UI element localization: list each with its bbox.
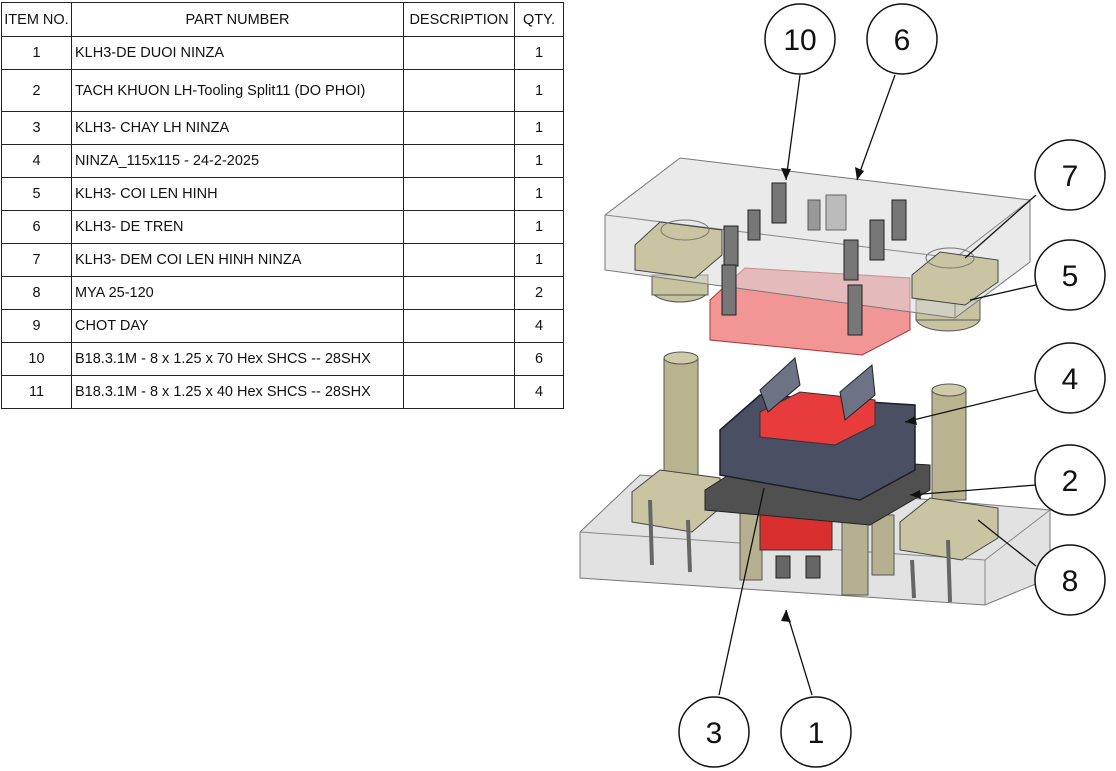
leader-lines [718, 74, 1037, 696]
balloon-4: 4 [1034, 342, 1106, 414]
svg-text:8: 8 [1062, 565, 1079, 598]
lower-die-set [579, 351, 1051, 606]
bom-part-number: MYA 25-120 [71, 276, 404, 310]
bom-qty: 1 [514, 243, 564, 277]
svg-text:1: 1 [808, 717, 825, 750]
bom-part-number: TACH KHUON LH-Tooling Split11 (DO PHOI) [71, 69, 404, 112]
bom-item-no: 2 [1, 69, 72, 112]
svg-text:5: 5 [1062, 260, 1079, 293]
bom-description [403, 36, 515, 70]
bom-qty: 4 [514, 375, 564, 409]
bom-qty: 1 [514, 144, 564, 178]
balloon-8: 8 [1034, 544, 1106, 616]
right-guide-pillar [931, 389, 967, 501]
item-balloons: 10 6 7 5 4 2 8 3 1 [678, 3, 1106, 768]
bom-part-number: KLH3- DEM COI LEN HINH NINZA [71, 243, 404, 277]
balloon-6: 6 [866, 3, 938, 75]
bom-part-number: B18.3.1M - 8 x 1.25 x 70 Hex SHCS -- 28S… [71, 342, 404, 376]
bom-header-row: ITEM NO. PART NUMBER DESCRIPTION QTY. [1, 2, 564, 37]
balloon-10: 10 [764, 3, 836, 75]
bom-description [403, 177, 515, 211]
bom-part-number: KLH3-DE DUOI NINZA [71, 36, 404, 70]
svg-text:6: 6 [894, 24, 911, 57]
bom-description [403, 375, 515, 409]
balloon-7: 7 [1034, 139, 1106, 211]
bom-part-number: NINZA_115x115 - 24-2-2025 [71, 144, 404, 178]
balloon-2: 2 [1034, 444, 1106, 516]
bom-description [403, 144, 515, 178]
bom-part-number: KLH3- CHAY LH NINZA [71, 111, 404, 145]
svg-text:3: 3 [706, 717, 723, 750]
balloon-3: 3 [678, 696, 750, 768]
balloon-1: 1 [780, 696, 852, 768]
bom-description [403, 69, 515, 112]
svg-text:7: 7 [1062, 160, 1079, 193]
bom-description [403, 309, 515, 343]
leader-arrowheads [781, 167, 921, 622]
svg-text:10: 10 [783, 24, 816, 57]
bom-qty: 1 [514, 210, 564, 244]
header-qty: QTY. [514, 2, 564, 37]
balloon-5: 5 [1034, 239, 1106, 311]
bom-part-number: KLH3- DE TREN [71, 210, 404, 244]
right-bushing-block [899, 497, 999, 561]
bom-item-no: 11 [1, 375, 72, 409]
bom-qty: 6 [514, 342, 564, 376]
header-item-no: ITEM NO. [1, 2, 72, 37]
bom-qty: 1 [514, 36, 564, 70]
bom-part-number: CHOT DAY [71, 309, 404, 343]
left-guide-pillar [663, 357, 699, 479]
bom-item-no: 10 [1, 342, 72, 376]
bom-part-number: B18.3.1M - 8 x 1.25 x 40 Hex SHCS -- 28S… [71, 375, 404, 409]
svg-text:2: 2 [1062, 465, 1079, 498]
header-part-number: PART NUMBER [71, 2, 404, 37]
svg-text:4: 4 [1062, 363, 1079, 396]
upper-die-set [604, 157, 1031, 356]
